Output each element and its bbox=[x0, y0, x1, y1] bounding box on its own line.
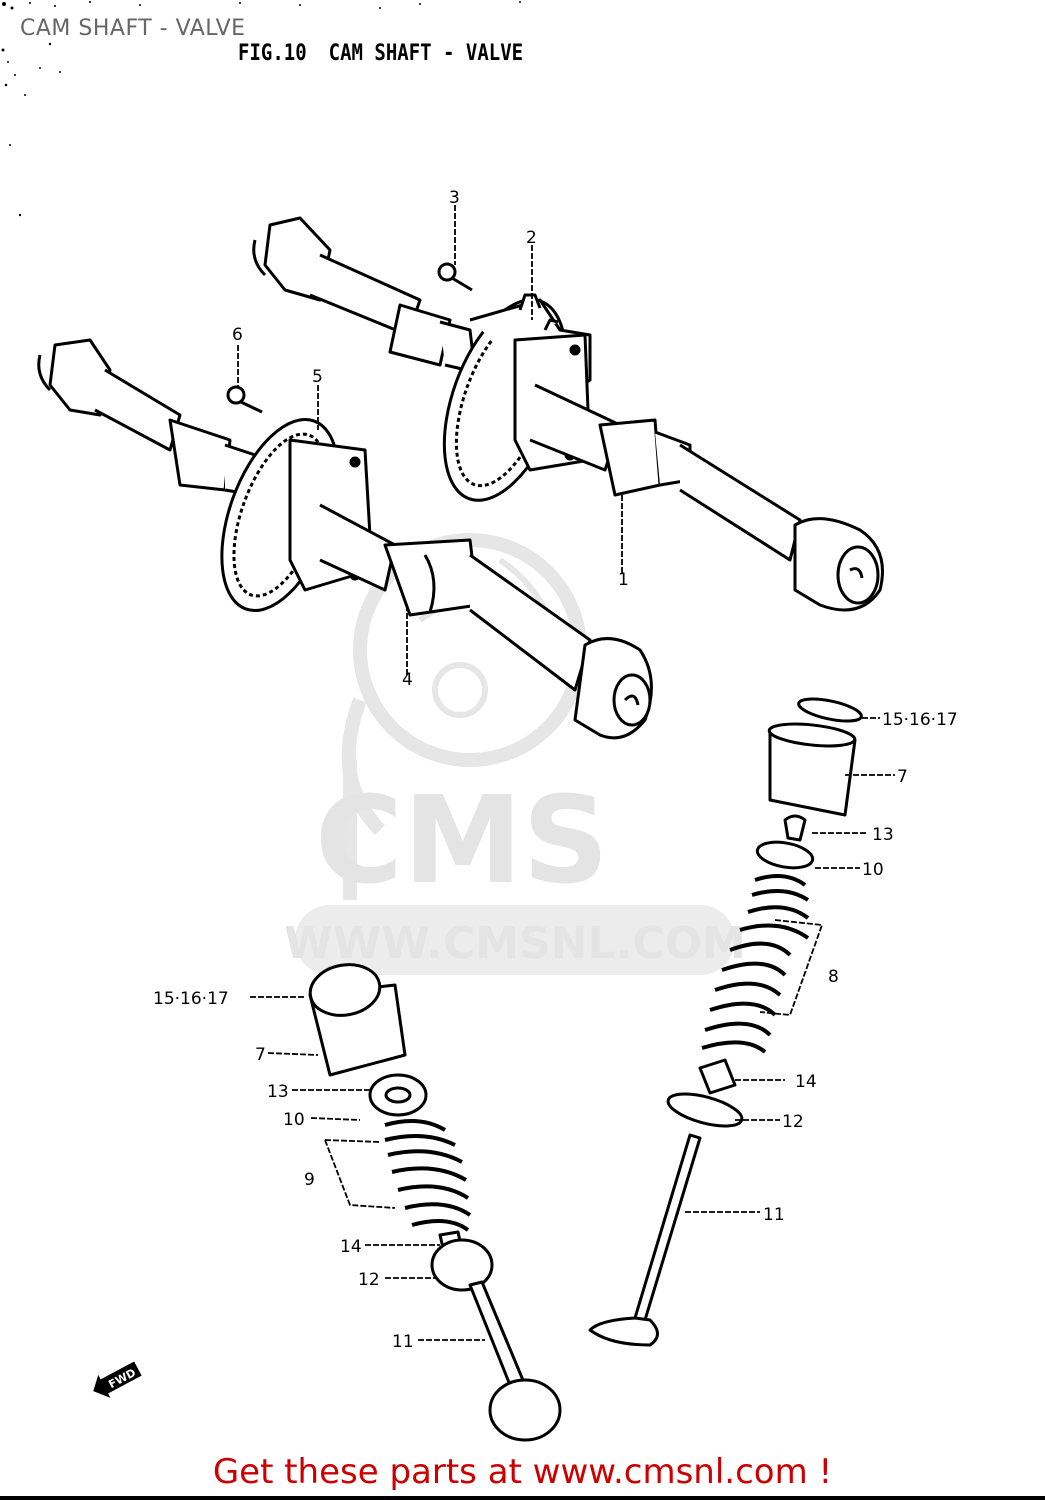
callout-12-left: 12 bbox=[358, 1270, 380, 1290]
callout-8: 11 bbox=[763, 1205, 785, 1225]
callout-7-right: 7 bbox=[897, 767, 908, 787]
valve-head-right bbox=[588, 1316, 659, 1347]
spring-left bbox=[384, 1119, 472, 1232]
callout-4: 4 bbox=[402, 670, 413, 690]
leader-lines bbox=[237, 205, 895, 1341]
callout-14-left: 14 bbox=[340, 1237, 362, 1257]
retainer-right bbox=[755, 840, 815, 870]
watermark-url-text: WWW.CMSNL.COM bbox=[284, 918, 746, 969]
spring-seat-right bbox=[666, 1092, 744, 1128]
callout-3: 3 bbox=[449, 188, 460, 208]
callout-11-right: 10 bbox=[862, 860, 884, 880]
camshaft-intake bbox=[37, 338, 653, 740]
retainer-left bbox=[368, 1073, 428, 1117]
callout-6: 6 bbox=[232, 325, 243, 345]
figure-title: FIG.10 CAM SHAFT - VALVE bbox=[238, 40, 523, 65]
figure-number: FIG.10 bbox=[238, 40, 307, 66]
callout-13-left: 13 bbox=[267, 1082, 289, 1102]
bolt-lower bbox=[226, 385, 263, 414]
page-title: CAM SHAFT - VALVE bbox=[20, 16, 246, 41]
callout-labels: 3 2 6 5 1 4 15·16·17 7 13 10 8 14 12 11 … bbox=[153, 188, 958, 1352]
callout-9: 11 bbox=[392, 1332, 414, 1352]
valve-stem-right bbox=[633, 1133, 702, 1322]
scan-noise bbox=[1, 1, 521, 217]
callout-12-right: 12 bbox=[782, 1112, 804, 1132]
shim-left bbox=[308, 963, 382, 1017]
callout-13-right: 13 bbox=[872, 825, 894, 845]
figure-caption: CAM SHAFT - VALVE bbox=[328, 40, 524, 66]
callout-5: 5 bbox=[312, 367, 323, 387]
watermark-cms-text: CMS bbox=[315, 772, 609, 911]
callout-15-16-17-right: 15·16·17 bbox=[882, 710, 958, 730]
callout-10-right: 8 bbox=[828, 967, 839, 987]
cotter-right bbox=[783, 814, 807, 842]
callout-14-right: 14 bbox=[795, 1072, 817, 1092]
valve-head-left bbox=[488, 1378, 562, 1442]
callout-10-left: 9 bbox=[304, 1170, 315, 1190]
valve-assembly-right bbox=[588, 697, 863, 1347]
callout-11-left: 10 bbox=[283, 1110, 305, 1130]
bolt-upper bbox=[437, 262, 473, 292]
spring-seat-left bbox=[430, 1238, 494, 1292]
valve-assembly-left bbox=[308, 963, 562, 1442]
camshaft-exhaust bbox=[252, 216, 884, 612]
promo-link[interactable]: Get these parts at www.cmsnl.com ! bbox=[212, 1452, 833, 1492]
stem-seal-right bbox=[698, 1058, 737, 1095]
valve-stem-left bbox=[468, 1280, 527, 1392]
callout-2: 2 bbox=[526, 228, 537, 248]
callout-1: 1 bbox=[618, 570, 629, 590]
callout-15-16-17-left: 15·16·17 bbox=[153, 989, 229, 1009]
shim-right bbox=[797, 697, 863, 723]
fwd-direction-arrow: FWD bbox=[93, 1361, 142, 1398]
footer-divider bbox=[0, 1496, 1045, 1500]
callout-7-left: 7 bbox=[255, 1045, 266, 1065]
spring-right bbox=[701, 874, 810, 1054]
